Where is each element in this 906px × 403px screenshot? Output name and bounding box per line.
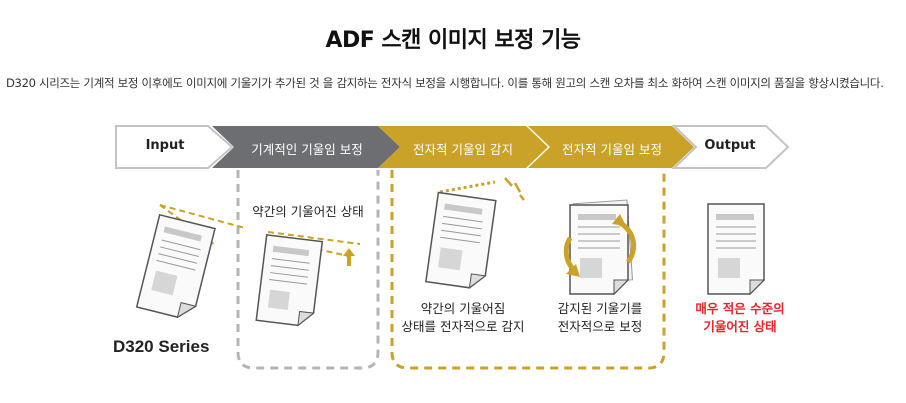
electronic-dashed-box — [390, 170, 666, 370]
detect-caption: 약간의 기울어짐 상태를 전자적으로 감지 — [394, 300, 532, 336]
step-detect-arrow — [378, 126, 548, 168]
mechanical-document-icon — [255, 231, 361, 327]
step-output-arrow — [671, 125, 790, 169]
step-output-label: Output — [704, 138, 756, 153]
input-document-icon — [135, 204, 246, 319]
correct-document-icon — [563, 199, 637, 296]
step-correct-label: 전자적 기울임 보정 — [562, 142, 662, 157]
mechanical-caption: 약간의 기울어진 상태 — [252, 204, 364, 219]
product-series-label: D320 Series — [113, 337, 210, 356]
mechanical-dashed-box — [236, 170, 380, 370]
output-caption-line2: 기울어진 상태 — [703, 319, 777, 334]
step-correct-arrow — [528, 126, 694, 168]
step-input-label: Input — [145, 138, 185, 153]
step-input-arrow — [115, 125, 234, 169]
correct-caption-line2: 전자적으로 보정 — [557, 319, 643, 334]
correct-caption: 감지된 기울기를 전자적으로 보정 — [540, 300, 660, 336]
output-caption: 매우 적은 수준의 기울어진 상태 — [680, 300, 800, 336]
step-mechanical-label: 기계적인 기울임 보정 — [251, 142, 363, 157]
detect-caption-line1: 약간의 기울어짐 — [420, 301, 506, 316]
detect-document-icon — [425, 177, 525, 289]
description: D320 시리즈는 기계적 보정 이후에도 이미지에 기울기가 추가된 것 을 … — [6, 76, 884, 90]
output-document-icon — [707, 203, 766, 296]
correct-caption-line1: 감지된 기울기를 — [557, 301, 643, 316]
output-caption-line1: 매우 적은 수준의 — [695, 301, 785, 316]
step-mechanical-arrow — [212, 126, 400, 168]
detect-caption-line2: 상태를 전자적으로 감지 — [401, 319, 525, 334]
step-detect-label: 전자적 기울임 감지 — [413, 142, 513, 157]
page-title: ADF 스캔 이미지 보정 기능 — [325, 28, 581, 53]
